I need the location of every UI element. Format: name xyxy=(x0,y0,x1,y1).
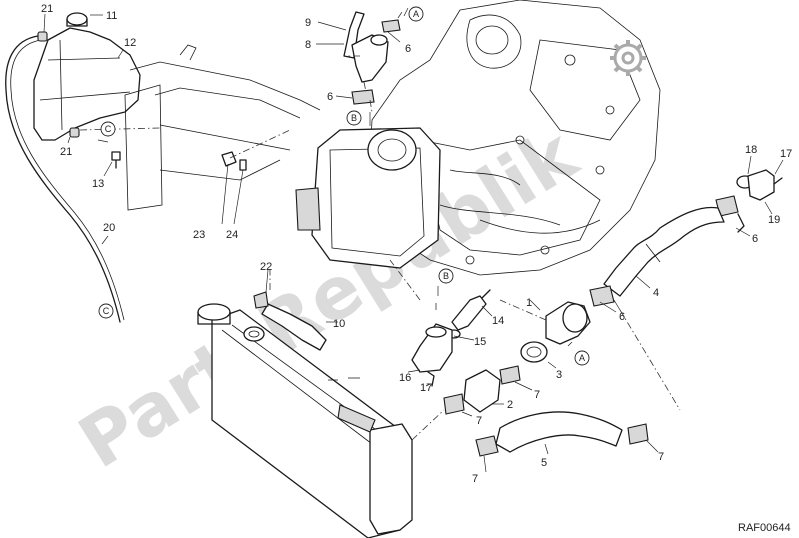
leader-lines xyxy=(43,13,784,473)
reference-marker-b: B xyxy=(346,110,371,126)
part-label: 11 xyxy=(106,10,117,22)
part-label: 22 xyxy=(260,261,272,273)
coolant-pipe-union xyxy=(747,169,775,201)
expansion-tank-cap xyxy=(66,12,88,26)
hose-clamp xyxy=(589,285,615,307)
part-labels: 21 11 12 21 13 20 23 24 9 8 6 6 18 17 19… xyxy=(41,3,792,485)
engine-block xyxy=(295,0,661,276)
temperature-sensor xyxy=(451,295,487,331)
gear-icon xyxy=(610,40,646,76)
hose-clamp xyxy=(443,393,465,415)
hose-clamp xyxy=(351,89,375,105)
right-hose-group xyxy=(589,169,783,311)
part-label: 10 xyxy=(333,318,345,330)
hose-clamp-top xyxy=(37,31,48,42)
svg-text:B: B xyxy=(351,113,357,123)
radiator-cap xyxy=(197,303,231,321)
part-label: 5 xyxy=(541,457,547,469)
radiator-side-tank xyxy=(369,423,413,535)
reference-markers: A B C C B A xyxy=(97,6,590,366)
part-label: 6 xyxy=(327,91,333,103)
frame-bolt-23 xyxy=(221,151,237,167)
part-label: 7 xyxy=(472,473,478,485)
part-label: 17 xyxy=(780,148,792,160)
part-label: 2 xyxy=(507,399,513,411)
svg-text:C: C xyxy=(105,124,112,134)
part-label: 6 xyxy=(619,311,625,323)
radiator-seal-ring xyxy=(243,326,265,342)
part-label: 23 xyxy=(193,229,205,241)
coolant-fitting-upper xyxy=(343,11,403,113)
coolant-hose-lower xyxy=(495,411,623,453)
reference-marker-a: A xyxy=(403,6,424,22)
part-label: 6 xyxy=(405,43,411,55)
hose-clamp-lower xyxy=(69,127,80,138)
part-label: 8 xyxy=(305,39,311,51)
svg-text:C: C xyxy=(103,306,110,316)
part-label: 21 xyxy=(41,3,53,15)
part-label: 12 xyxy=(124,37,136,49)
part-label: 9 xyxy=(305,17,311,29)
thermostat-group xyxy=(389,259,491,387)
part-label: 20 xyxy=(103,222,115,234)
part-label: 24 xyxy=(226,229,238,241)
svg-text:A: A xyxy=(579,353,585,363)
drawing-code: RAF00644 xyxy=(738,522,791,534)
part-label: 6 xyxy=(752,233,758,245)
reference-marker-b: B xyxy=(437,268,454,296)
part-label: 21 xyxy=(60,146,72,158)
frame-bolt-24 xyxy=(239,159,247,171)
part-label: 15 xyxy=(474,336,486,348)
part-label: 14 xyxy=(492,315,504,327)
intake-port xyxy=(367,129,417,171)
part-label: 13 xyxy=(92,178,104,190)
part-label: 18 xyxy=(745,144,757,156)
reference-marker-c: C xyxy=(97,121,116,143)
hose-clamp xyxy=(381,19,401,33)
hose-clamp xyxy=(253,291,269,309)
housing-screw xyxy=(427,371,435,387)
part-label: 7 xyxy=(658,451,664,463)
reference-marker-a: A xyxy=(567,341,590,366)
radiator-grille-insert xyxy=(337,404,376,433)
radiator xyxy=(197,270,413,538)
part-label: 7 xyxy=(476,415,482,427)
lower-hose-group xyxy=(411,299,681,457)
part-label: 16 xyxy=(399,372,411,384)
part-label: 3 xyxy=(556,369,562,381)
frame-section xyxy=(79,44,321,211)
coolant-hose-short xyxy=(463,369,501,413)
reference-marker-c: C xyxy=(98,303,114,319)
svg-text:B: B xyxy=(443,271,449,281)
svg-text:A: A xyxy=(413,9,419,19)
tank-screw xyxy=(111,151,121,169)
part-label: 17 xyxy=(420,382,432,394)
pump-o-ring xyxy=(520,341,548,363)
part-label: 4 xyxy=(653,287,659,299)
coolant-hose-upper xyxy=(603,206,725,297)
overflow-hose xyxy=(5,35,121,323)
part-label: 7 xyxy=(534,389,540,401)
radiator-hose-upper xyxy=(261,303,327,351)
part-label: 1 xyxy=(526,297,532,309)
hose-clamp xyxy=(499,365,521,385)
part-label: 19 xyxy=(768,214,780,226)
hose-clamp xyxy=(627,423,649,445)
hose-clamp xyxy=(475,435,499,457)
expansion-tank-group xyxy=(5,12,141,323)
